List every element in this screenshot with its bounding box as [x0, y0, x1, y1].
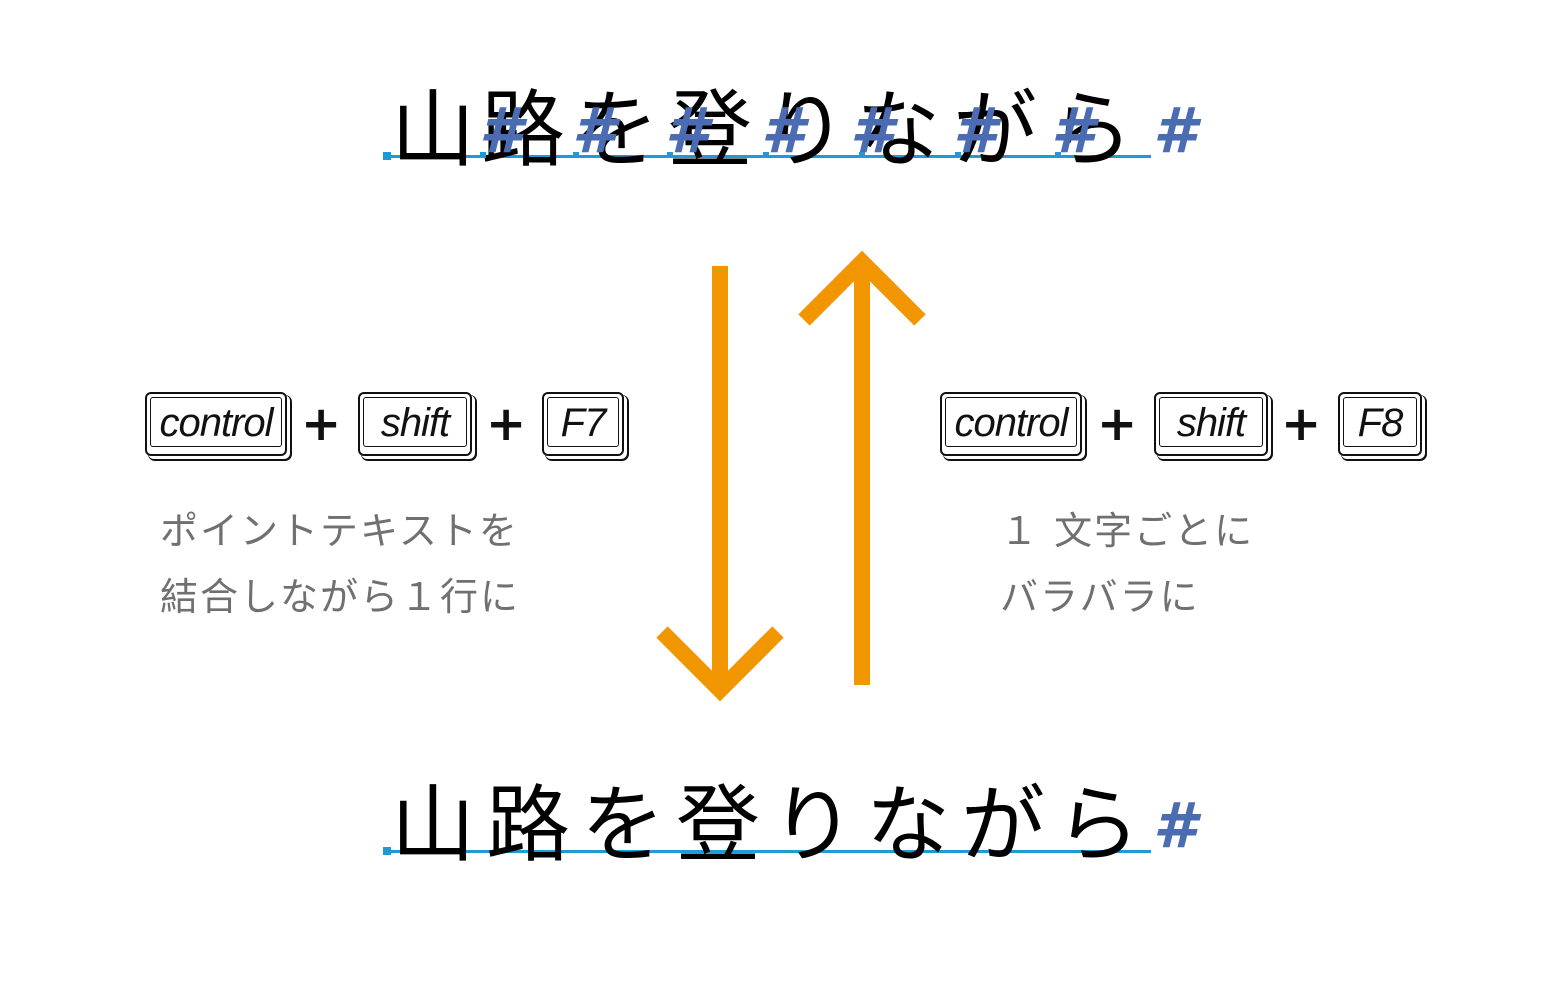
end-of-text-marker: # — [1153, 789, 1197, 862]
baseline-anchor-point — [383, 152, 391, 160]
f7-key: F7 — [542, 392, 624, 456]
shift-key: shift — [1154, 392, 1268, 456]
key-face — [1343, 397, 1417, 447]
char-8: ら — [1049, 81, 1134, 179]
key-label: control — [954, 401, 1068, 445]
control-key: control — [145, 392, 287, 456]
char-anchor-point — [480, 152, 486, 158]
up-arrow — [798, 250, 926, 685]
f8-key: F8 — [1338, 392, 1422, 456]
key-face — [150, 397, 282, 447]
end-of-text-marker: # — [850, 94, 894, 167]
end-of-text-marker: # — [1153, 94, 1197, 167]
char-3: を — [575, 81, 660, 179]
char-6: な — [856, 81, 941, 179]
joined-text: 山路を登りながら — [391, 776, 1152, 874]
char-7: が — [953, 81, 1038, 179]
split-text-shortcut: control + shift + F8 — [940, 392, 1430, 462]
text-baseline — [387, 850, 1151, 853]
end-of-text-marker: # — [479, 94, 523, 167]
char-anchor-point — [763, 152, 769, 158]
baseline-anchor-point — [383, 847, 391, 855]
char-anchor-point — [573, 152, 579, 158]
note-line: １ 文字ごとに — [1000, 509, 1255, 553]
char-4: 登 — [668, 81, 753, 179]
key-face — [547, 397, 619, 447]
control-key: control — [940, 392, 1082, 456]
char-2: 路 — [481, 81, 566, 179]
split-text-line: 山 路 を 登 り な が ら # # # # # # # # — [383, 80, 1215, 200]
key-face — [363, 397, 467, 447]
key-label: shift — [1176, 401, 1246, 445]
char-5: り — [763, 81, 848, 179]
plus-sign: + — [1281, 396, 1322, 452]
join-text-note: ポイントテキストを 結合しながら１行に — [160, 498, 520, 630]
note-line: 結合しながら１行に — [160, 575, 521, 619]
joined-text-line: 山路を登りながら # — [383, 775, 1215, 895]
end-of-text-marker: # — [1051, 94, 1095, 167]
key-face — [945, 397, 1077, 447]
end-of-text-marker: # — [572, 94, 616, 167]
note-line: ポイントテキストを — [160, 509, 519, 553]
split-text-note: １ 文字ごとに バラバラに — [1000, 498, 1254, 630]
note-line: バラバラに — [1000, 575, 1200, 619]
key-label: F8 — [1357, 401, 1404, 445]
char-anchor-point — [955, 152, 961, 158]
key-label: control — [159, 401, 273, 445]
down-arrow — [656, 266, 784, 702]
join-text-shortcut: control + shift + F7 — [145, 392, 635, 462]
end-of-text-marker: # — [761, 94, 805, 167]
key-label: F7 — [560, 401, 607, 445]
end-of-text-marker: # — [665, 94, 709, 167]
shift-key: shift — [358, 392, 472, 456]
plus-sign: + — [1097, 396, 1138, 452]
text-baseline — [387, 155, 1151, 158]
plus-sign: + — [301, 396, 342, 452]
char-1: 山 — [391, 81, 476, 179]
char-anchor-point — [667, 152, 673, 158]
char-anchor-point — [1055, 152, 1061, 158]
end-of-text-marker: # — [953, 94, 997, 167]
plus-sign: + — [486, 396, 527, 452]
key-face — [1159, 397, 1263, 447]
key-label: shift — [380, 401, 450, 445]
char-anchor-point — [859, 152, 865, 158]
